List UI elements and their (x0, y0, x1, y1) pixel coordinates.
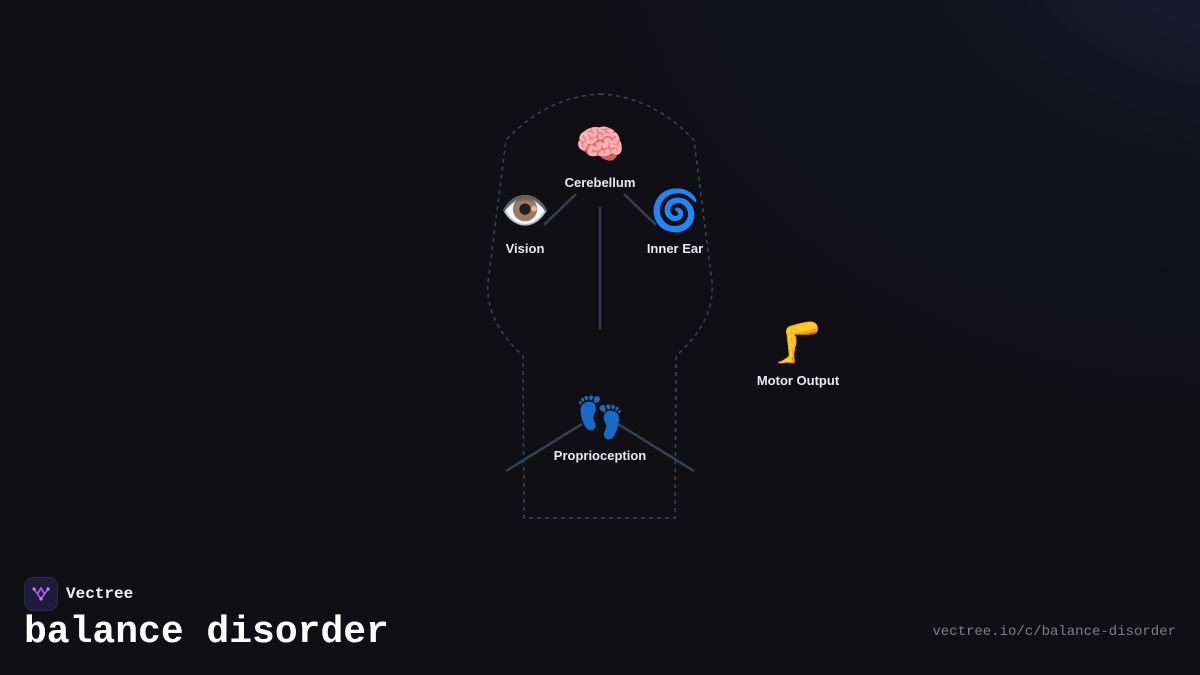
node-motor-output: 🦵 Motor Output (757, 319, 839, 388)
page-title: balance disorder (24, 611, 389, 654)
eye-icon: 👁️ (500, 188, 550, 234)
footprints-icon: 👣 (575, 395, 625, 441)
head-outline (487, 93, 713, 519)
node-label: Cerebellum (564, 175, 636, 190)
node-label: Inner Ear (646, 241, 704, 256)
brand-name: Vectree (66, 585, 134, 603)
brain-icon: 🧠 (575, 122, 625, 168)
node-cerebellum: 🧠 Cerebellum (565, 121, 636, 190)
spiral-icon: 🌀 (650, 188, 700, 234)
connector-proprioception-left (505, 422, 583, 473)
node-label: Vision (505, 241, 545, 256)
node-vision: 👁️ Vision (500, 187, 550, 256)
tree-icon (32, 587, 50, 601)
node-label: Motor Output (756, 373, 840, 388)
page-url[interactable]: vectree.io/c/balance-disorder (932, 624, 1176, 640)
node-inner-ear: 🌀 Inner Ear (647, 187, 703, 256)
leg-icon: 🦵 (773, 320, 823, 366)
node-label: Proprioception (553, 448, 647, 463)
vectree-logo-icon (24, 577, 58, 611)
node-proprioception: 👣 Proprioception (554, 394, 646, 463)
brand[interactable]: Vectree (24, 577, 133, 611)
connector-cerebellum-inner-ear (623, 193, 657, 226)
connector-cerebellum-vision (543, 193, 577, 226)
connector-proprioception-right (617, 422, 695, 473)
